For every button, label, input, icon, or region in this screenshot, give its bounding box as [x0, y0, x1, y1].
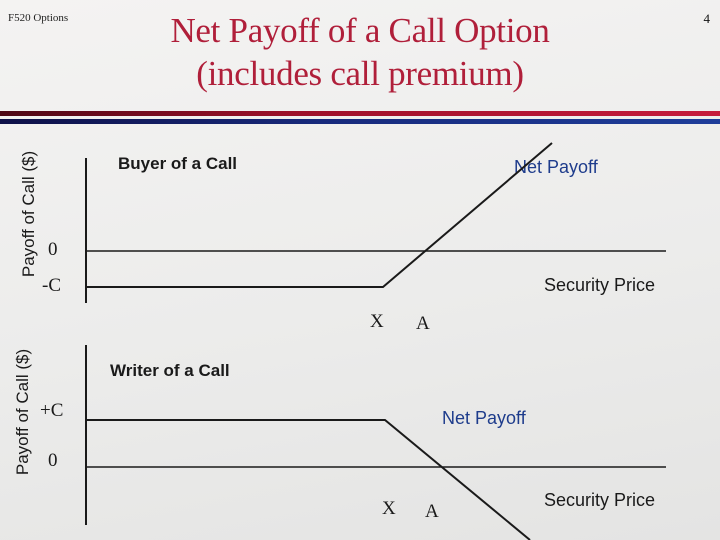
writer-breakeven-tick: A	[425, 501, 439, 522]
writer-zero-tick: 0	[48, 450, 58, 471]
slide-title-line2: (includes call premium)	[196, 54, 524, 93]
buyer-breakeven-tick: A	[416, 313, 430, 334]
slide-title-line1: Net Payoff of a Call Option	[170, 11, 550, 50]
slide-title: Net Payoff of a Call Option (includes ca…	[0, 9, 720, 95]
buyer-x-axis-label: Security Price	[544, 275, 656, 295]
buyer-net-payoff-label: Net Payoff	[514, 157, 598, 177]
writer-x-axis-label: Security Price	[544, 490, 656, 510]
buyer-chart-title: Buyer of a Call	[118, 154, 238, 173]
writer-chart-title: Writer of a Call	[110, 361, 230, 380]
buyer-strike-tick: X	[370, 311, 384, 332]
writer-y-axis-label: Payoff of Call ($)	[13, 348, 32, 476]
buyer-zero-tick: 0	[48, 239, 58, 260]
course-label: F520 Options	[8, 12, 69, 24]
divider-red-bar	[0, 111, 720, 116]
divider-blue-bar	[0, 119, 720, 124]
writer-net-payoff-label: Net Payoff	[442, 408, 526, 428]
buyer-y-axis-label: Payoff of Call ($)	[19, 150, 38, 278]
writer-premium-tick: +C	[40, 400, 64, 421]
buyer-premium-tick: -C	[42, 275, 61, 296]
page-number: 4	[703, 11, 711, 26]
writer-strike-tick: X	[382, 498, 396, 519]
writer-net-payoff-line	[86, 419, 531, 540]
